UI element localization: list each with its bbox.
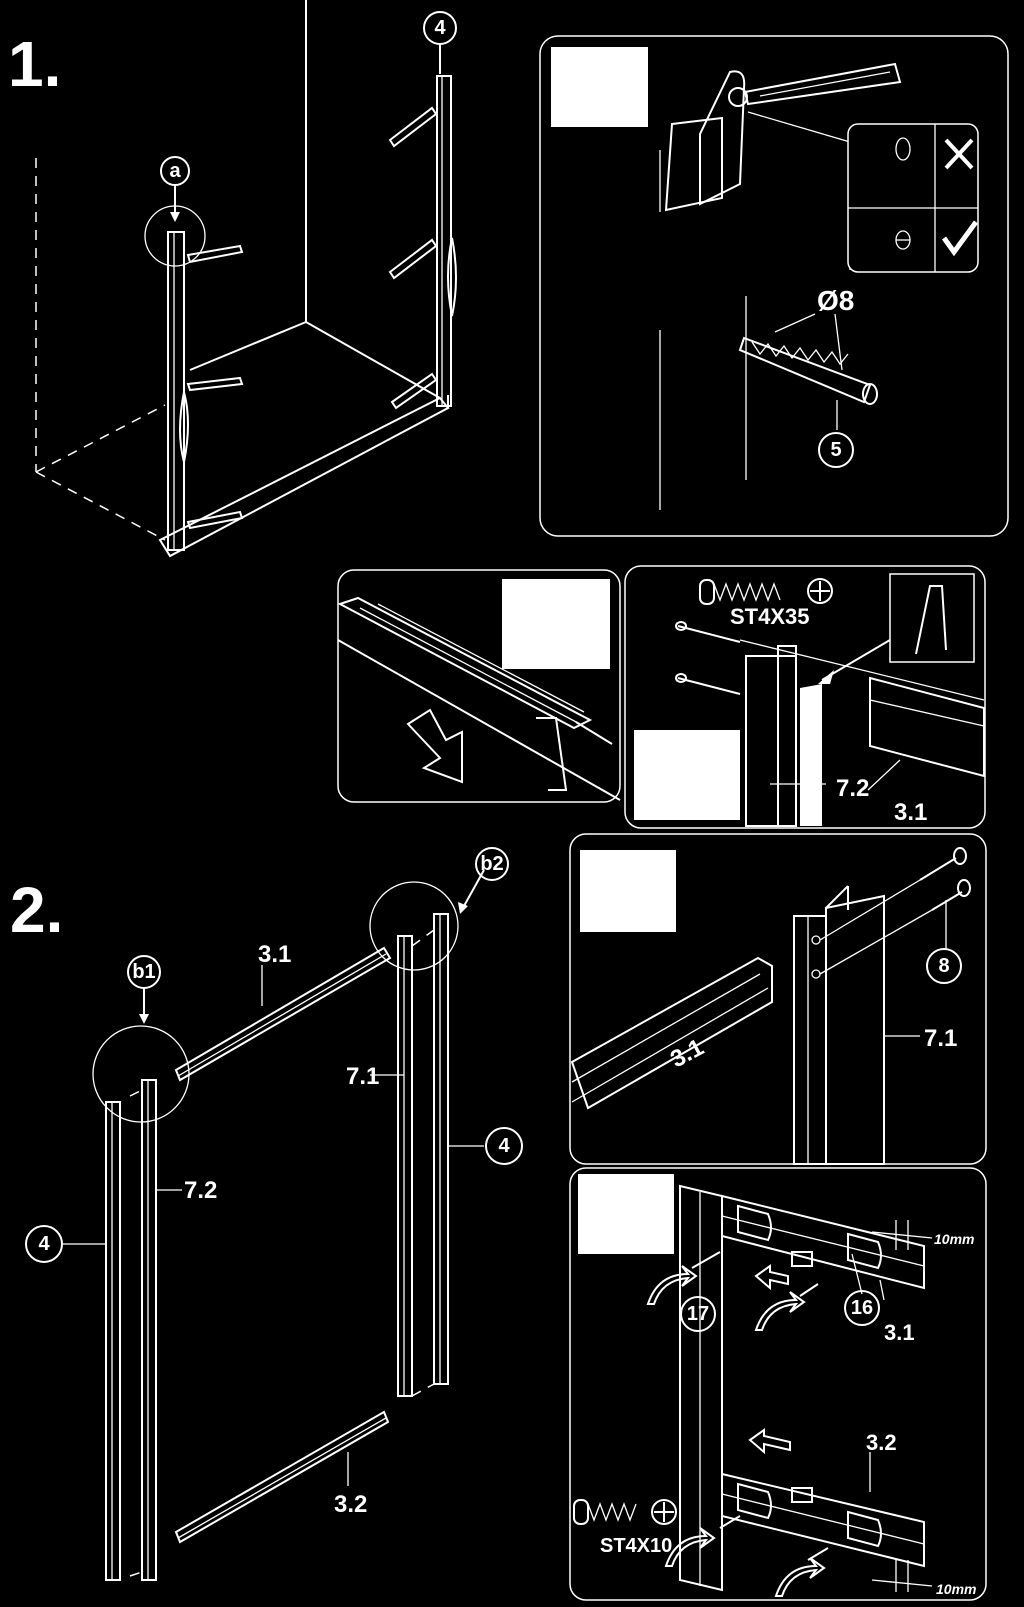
screwdriver-rotation-icon bbox=[646, 1251, 829, 1597]
detail-label-box bbox=[634, 730, 740, 820]
callout-a: a bbox=[160, 156, 190, 186]
svg-text:b1: b1 bbox=[132, 961, 155, 983]
svg-text:4: 4 bbox=[434, 17, 446, 39]
profile-slide-panel bbox=[337, 569, 621, 803]
callout-8: 8 bbox=[926, 948, 962, 984]
callout-4-top: 4 bbox=[423, 11, 457, 74]
direction-arrow-icon bbox=[406, 708, 463, 784]
callout-16: 16 bbox=[844, 1290, 880, 1326]
callout-b2: b2 bbox=[475, 847, 509, 881]
detail-label-box bbox=[580, 850, 676, 932]
part-label-3-1: 3.1 bbox=[258, 941, 291, 968]
wall-plug-icon bbox=[388, 106, 438, 410]
part-label-3-2-bottom: 3.2 bbox=[866, 1430, 897, 1455]
svg-text:b2: b2 bbox=[480, 853, 503, 875]
b2-detail-panel bbox=[569, 833, 987, 1165]
part-label-3-1-bottom: 3.1 bbox=[884, 1320, 915, 1345]
detail-label-box bbox=[578, 1174, 674, 1254]
part-label-3-2: 3.2 bbox=[334, 1491, 367, 1518]
phillips-head-icon bbox=[651, 1499, 677, 1525]
svg-text:4: 4 bbox=[498, 1135, 510, 1157]
direction-arrow-icon bbox=[748, 1264, 791, 1455]
callout-4-right: 4 bbox=[485, 1127, 523, 1165]
screw-icon bbox=[919, 847, 971, 911]
svg-text:17: 17 bbox=[687, 1303, 709, 1325]
part-label-7-1: 7.1 bbox=[346, 1063, 379, 1090]
svg-text:a: a bbox=[169, 160, 181, 182]
screw-size-bottom: ST4X10 bbox=[600, 1535, 672, 1557]
step-2-number: 2. bbox=[10, 874, 63, 946]
screw-size-top: ST4X35 bbox=[730, 604, 810, 629]
callout-4-left: 4 bbox=[25, 1225, 63, 1263]
part-label-3-1-detail: 3.1 bbox=[894, 799, 927, 826]
wall-plug-screw-icon bbox=[738, 336, 878, 405]
step-1-drill-detail-panel bbox=[539, 35, 1009, 537]
screw-icon bbox=[699, 579, 781, 605]
part-label-7-2-detail: 7.2 bbox=[836, 775, 869, 802]
callout-17: 17 bbox=[680, 1296, 716, 1332]
dimension-10mm-bottom: 10mm bbox=[936, 1581, 976, 1597]
detail-label-box bbox=[551, 47, 648, 127]
screw-icon bbox=[573, 1499, 637, 1525]
svg-text:8: 8 bbox=[938, 955, 949, 977]
screw-fix-panel bbox=[624, 565, 986, 829]
bracket-fix-detail-panel bbox=[569, 1167, 987, 1601]
x-mark-icon bbox=[944, 138, 974, 170]
part-label-7-2: 7.2 bbox=[184, 1177, 217, 1204]
part-label-7-1-b2: 7.1 bbox=[924, 1025, 957, 1052]
callout-5: 5 bbox=[818, 432, 854, 468]
step-1-number: 1. bbox=[8, 28, 61, 100]
svg-text:16: 16 bbox=[851, 1297, 873, 1319]
wall-plug-icon bbox=[186, 244, 244, 530]
diameter-label: Ø8 bbox=[817, 285, 854, 316]
svg-text:4: 4 bbox=[38, 1233, 50, 1255]
callout-b1: b1 bbox=[127, 955, 161, 989]
detail-label-box bbox=[502, 579, 610, 669]
dimension-10mm-top: 10mm bbox=[934, 1231, 974, 1247]
drill-bit-icon bbox=[728, 62, 902, 107]
phillips-head-icon bbox=[807, 578, 833, 604]
step-2-main-drawing bbox=[62, 869, 485, 1581]
svg-text:5: 5 bbox=[830, 439, 841, 461]
step-1-main-drawing bbox=[35, 0, 457, 558]
check-mark-icon bbox=[941, 220, 979, 257]
